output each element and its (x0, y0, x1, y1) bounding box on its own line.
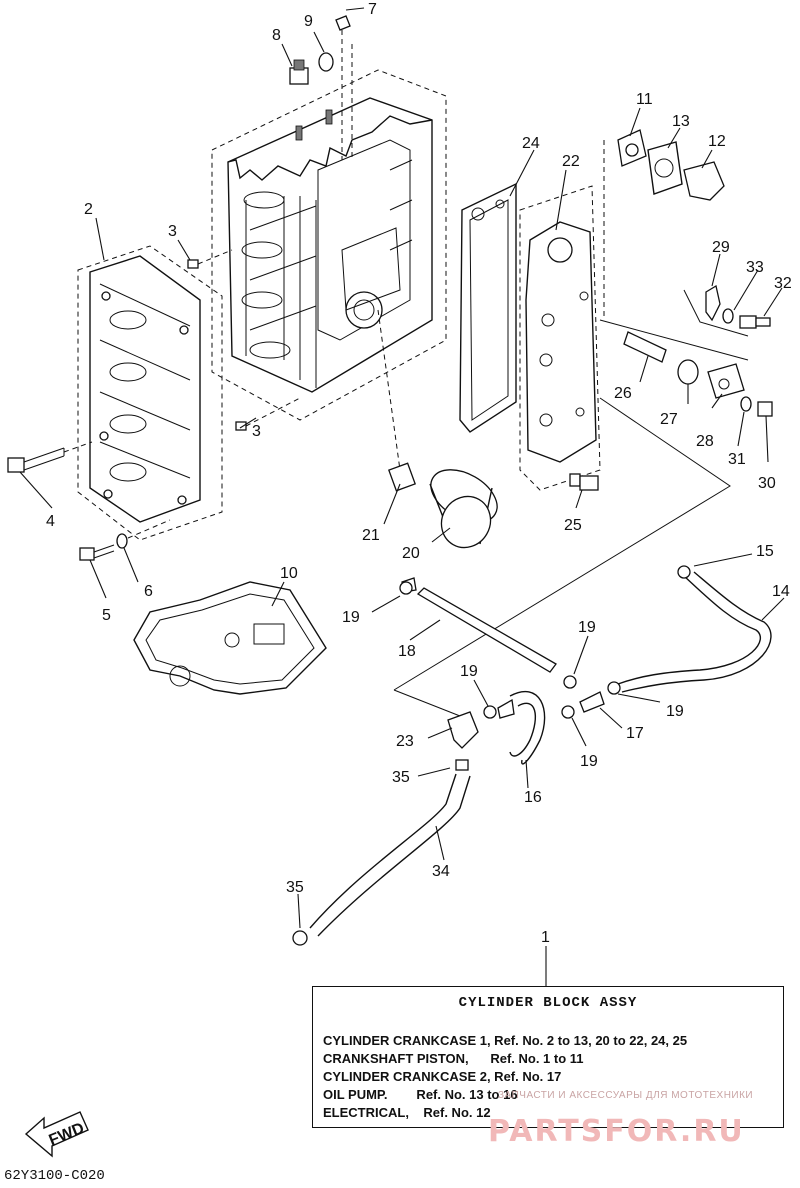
callout-19-b: 19 (578, 619, 596, 636)
leader-lines (19, 7, 785, 986)
callout-19-a: 19 (342, 609, 360, 626)
watermark-logo: PARTSFOR.RU (488, 1114, 745, 1149)
callout-3-top: 3 (168, 223, 177, 240)
bolt-5-washer-6 (79, 519, 171, 561)
callout-11: 11 (636, 91, 653, 108)
callout-27: 27 (660, 411, 678, 428)
hose-14 (617, 565, 772, 693)
callout-6: 6 (144, 583, 153, 600)
bolt-4 (7, 441, 93, 473)
joint-23 (447, 711, 479, 771)
dowel-pins (187, 249, 301, 431)
parts-29-32-33 (683, 284, 771, 337)
legend-line-1: CYLINDER CRANKCASE 1, Ref. No. 2 to 13, … (323, 1033, 688, 1048)
callout-16: 16 (524, 789, 542, 806)
legend-line-2: CRANKSHAFT PISTON, Ref. No. 1 to 11 (323, 1051, 584, 1066)
callout-21: 21 (362, 527, 380, 544)
callout-18: 18 (398, 643, 416, 660)
drawing-code: 62Y3100-C020 (4, 1168, 105, 1184)
callout-3-bottom: 3 (252, 423, 261, 440)
oil-filter (377, 309, 498, 549)
callout-19-e: 19 (580, 753, 598, 770)
callout-22: 22 (562, 153, 580, 170)
callout-29: 29 (712, 239, 730, 256)
fwd-arrow: FWD (24, 1111, 89, 1158)
bolt-25 (569, 473, 599, 491)
legend-line-5: ELECTRICAL, Ref. No. 12 (323, 1105, 491, 1120)
callout-28: 28 (696, 433, 714, 450)
callout-labels: 1 2 3 3 4 5 6 7 8 9 10 11 12 13 14 15 16… (46, 1, 792, 946)
callout-34: 34 (432, 863, 450, 880)
callout-33: 33 (746, 259, 764, 276)
callout-1: 1 (541, 929, 550, 946)
callout-12: 12 (708, 133, 726, 150)
callout-2: 2 (84, 201, 93, 218)
callout-10: 10 (280, 565, 298, 582)
watermark-subtitle: ЗАПЧАСТИ И АКСЕССУАРЫ ДЛЯ МОТОТЕХНИКИ (498, 1090, 754, 1101)
thermostat-group (603, 129, 725, 320)
legend-title: CYLINDER BLOCK ASSY (458, 995, 638, 1011)
callout-35-b: 35 (286, 879, 304, 896)
cylinder-block (211, 69, 447, 421)
hose-18 (401, 577, 557, 673)
guide-lines (393, 397, 731, 717)
gasket-10 (133, 581, 327, 695)
callout-15: 15 (756, 543, 774, 560)
legend-line-4: OIL PUMP. Ref. No. 13 to 16 (323, 1087, 518, 1102)
callout-32: 32 (774, 275, 792, 292)
callout-9: 9 (304, 13, 313, 30)
parts-26-to-31 (599, 319, 773, 417)
callout-30: 30 (758, 475, 776, 492)
callout-20: 20 (402, 545, 420, 562)
callout-26: 26 (614, 385, 632, 402)
callout-13: 13 (672, 113, 690, 130)
crankcase-22 (519, 185, 601, 491)
callout-17: 17 (626, 725, 644, 742)
callout-19-d: 19 (666, 703, 684, 720)
callout-7: 7 (368, 1, 377, 18)
callout-8: 8 (272, 27, 281, 44)
assembly-legend-box: CYLINDER BLOCK ASSY CYLINDER CRANKCASE 1… (312, 986, 784, 1128)
legend-line-3: CYLINDER CRANKCASE 2, Ref. No. 17 (323, 1069, 562, 1084)
callout-35-a: 35 (392, 769, 410, 786)
callout-25: 25 (564, 517, 582, 534)
joint-17-clamps (399, 581, 621, 719)
exhaust-cover (77, 245, 223, 541)
hose-16 (497, 690, 546, 765)
callout-19-c: 19 (460, 663, 478, 680)
gasket-24 (459, 182, 517, 433)
callout-4: 4 (46, 513, 55, 530)
callout-24: 24 (522, 135, 540, 152)
callout-31: 31 (728, 451, 746, 468)
callout-5: 5 (102, 607, 111, 624)
hose-34 (292, 773, 471, 946)
callout-14: 14 (772, 583, 790, 600)
callout-23: 23 (396, 733, 414, 750)
plug-7-8-9 (289, 15, 353, 160)
